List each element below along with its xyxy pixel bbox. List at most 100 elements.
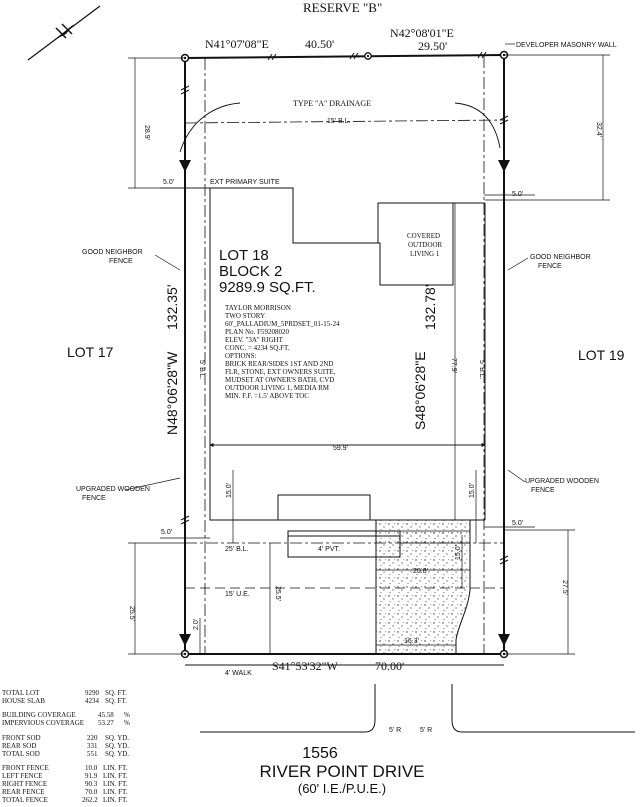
top-right-bearing: N42°08'01"E xyxy=(390,26,454,40)
table-row-value: 9290 xyxy=(85,689,100,697)
drainage-label: TYPE "A" DRAINAGE xyxy=(293,99,371,108)
table-row-value: 10.0 xyxy=(85,764,98,772)
covered-line-2: OUTDOOR xyxy=(408,241,443,249)
good-neighbor-right-1: GOOD NEIGHBOR xyxy=(530,254,591,261)
front-bearing: S41°53'32"W xyxy=(272,659,339,673)
north-arrow-icon xyxy=(27,5,101,61)
table-row-unit: SQ. YD. xyxy=(105,750,129,758)
street-row: (60' I.E./P.U.E.) xyxy=(298,781,386,796)
dim-28-9: 28.9' xyxy=(143,125,150,140)
leader-lines xyxy=(124,43,529,491)
dim-15-0-left: 15.0' xyxy=(226,483,233,498)
table-row-unit: LIN. FT. xyxy=(103,772,128,780)
note-line: OPTIONS: xyxy=(225,352,257,360)
table-row-unit: SQ. YD. xyxy=(105,742,129,750)
dim-2-0: 2.0' xyxy=(193,619,200,630)
note-line: OUTDOOR LIVING 1, MEDIA RM xyxy=(225,384,330,392)
table-row-label: LEFT FENCE xyxy=(2,772,43,780)
lot-19-label: LOT 19 xyxy=(578,347,625,363)
table-row-unit: % xyxy=(124,719,130,727)
dim-16-3: 16.3' xyxy=(404,638,419,645)
good-neighbor-left-1: GOOD NEIGHBOR xyxy=(82,249,143,256)
dim-27-5-right: 27.5' xyxy=(561,580,568,595)
table-row-label: HOUSE SLAB xyxy=(2,697,45,705)
note-line: FLR, STONE, EXT OWNERS SUITE, xyxy=(225,368,336,376)
exterior-dimensions xyxy=(128,54,610,655)
reserve-label: RESERVE "B" xyxy=(303,0,382,15)
table-row-unit: SQ. YD. xyxy=(105,734,129,742)
ext-primary-suite-label: EXT PRIMARY SUITE xyxy=(210,179,280,186)
table-row-unit: SQ. FT. xyxy=(105,697,127,705)
note-line: 60'_PALLADIUM_5PRDSET_01-15-24 xyxy=(225,320,340,328)
lot-area: 9289.9 SQ.FT. xyxy=(219,279,316,296)
table-row-value: 70.0 xyxy=(85,788,98,796)
sidewalk-pavement xyxy=(399,530,471,544)
dim-25-5-left: 25.5' xyxy=(128,606,135,621)
left-bearing: N48°06'28"W xyxy=(164,351,180,435)
front-bl-label: 25' B.L. xyxy=(225,546,249,553)
street-number: 1556 xyxy=(302,745,338,762)
drainage-swale xyxy=(179,102,241,153)
wooden-fence-left-2: FENCE xyxy=(82,495,106,502)
walk-label: 4' WALK xyxy=(225,670,252,677)
table-row-value: 262.2 xyxy=(82,796,98,804)
table-row-label: RIGHT FENCE xyxy=(2,780,47,788)
top-left-distance: 40.50' xyxy=(305,37,334,51)
note-line: MIN. F.F. =1.5' ABOVE TOC xyxy=(225,392,309,400)
radius-left: 5' R xyxy=(389,727,401,734)
left-distance: 132.35' xyxy=(164,285,180,331)
table-row-value: 331 xyxy=(87,742,98,750)
table-row-label: TOTAL FENCE xyxy=(2,796,48,804)
table-row-value: 220 xyxy=(87,734,98,742)
radius-right: 5' R xyxy=(420,727,432,734)
lot-number: LOT 18 xyxy=(219,247,269,264)
note-line: PLAN No. F59208020 xyxy=(225,328,289,336)
house-width-dim: 59.9' xyxy=(333,445,348,452)
dim-20-8: 20.8' xyxy=(413,568,428,575)
good-neighbor-left-2: FENCE xyxy=(109,258,133,265)
dim-25-5-mid: 25.5' xyxy=(274,586,281,601)
table-row-unit: LIN. FT. xyxy=(103,780,128,788)
pavement-label: 4' PVT. xyxy=(318,546,340,553)
drainage-swale xyxy=(454,102,501,149)
table-row-unit: LIN. FT. xyxy=(103,796,128,804)
note-line: CONC. = 4234 SQ.FT. xyxy=(225,344,290,352)
lot-notes: TAYLOR MORRISON TWO STORY 60'_PALLADIUM_… xyxy=(225,304,340,400)
dimension-lines xyxy=(199,203,486,654)
top-right-distance: 29.50' xyxy=(418,39,447,53)
note-line: TWO STORY xyxy=(225,312,265,320)
table-row-unit: LIN. FT. xyxy=(103,788,128,796)
table-row-value: 45.58 xyxy=(98,711,114,719)
table-row-unit: LIN. FT. xyxy=(103,764,128,772)
dim-5-0-right: 5.0' xyxy=(512,191,523,198)
house-depth-dim: 77.9' xyxy=(450,358,457,373)
dim-5-0-right-front: 5.0' xyxy=(512,520,523,527)
side-bl-right: 5' B.L. xyxy=(478,360,485,380)
street-curb xyxy=(185,664,635,733)
side-bl-left: 5' B.L. xyxy=(198,360,205,380)
table-row-label: BUILDING COVERAGE xyxy=(2,711,76,719)
covered-line-1: COVERED xyxy=(407,232,440,240)
table-row-label: REAR FENCE xyxy=(2,788,45,796)
table-row-unit: % xyxy=(124,711,130,719)
dim-32-4: 32.4' xyxy=(595,122,602,137)
covered-line-3: LIVING 1 xyxy=(410,250,440,258)
block-number: BLOCK 2 xyxy=(219,263,282,280)
right-bearing: S48°06'28"E xyxy=(412,351,428,430)
top-left-bearing: N41°07'08"E xyxy=(205,37,269,51)
table-row-value: 4234 xyxy=(85,697,100,705)
note-line: MUDSET AT OWNER'S BATH, CVD xyxy=(225,376,334,384)
dim-5-0-left: 5.0' xyxy=(163,179,174,186)
rear-building-line-label: 15' B.L. xyxy=(327,118,351,125)
table-row-label: TOTAL SOD xyxy=(2,750,40,758)
table-row-label: IMPERVIOUS COVERAGE xyxy=(2,719,84,727)
masonry-wall-label: DEVELOPER MASONRY WALL xyxy=(516,42,617,49)
table-row-label: FRONT SOD xyxy=(2,734,41,742)
table-row-label: TOTAL LOT xyxy=(2,689,40,697)
table-row-value: 53.27 xyxy=(98,719,114,727)
table-row-value: 551 xyxy=(87,750,98,758)
table-row-label: REAR SOD xyxy=(2,742,36,750)
table-row-value: 90.3 xyxy=(85,780,98,788)
street-name: RIVER POINT DRIVE xyxy=(260,762,425,781)
note-line: ELEV. "3A" RIGHT xyxy=(225,336,284,344)
